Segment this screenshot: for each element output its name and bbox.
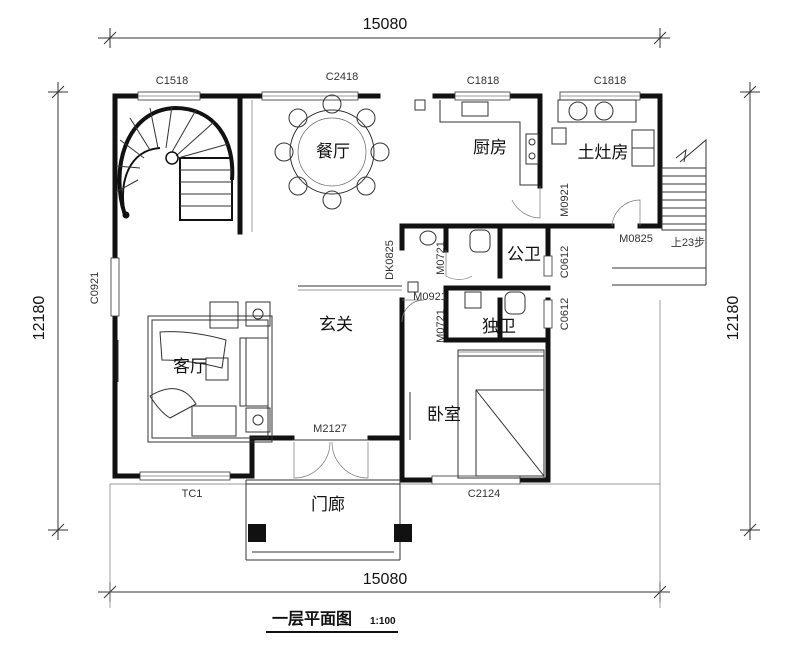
code-m0921-kitchen: M0921	[559, 183, 571, 217]
dimension-right: 12180	[725, 296, 742, 341]
room-label-dining: 餐厅	[316, 142, 350, 162]
code-m0921-mid: M0921	[413, 291, 447, 303]
exterior-stair	[612, 138, 707, 286]
code-m2127: M2127	[313, 423, 347, 435]
code-dk0825: DK0825	[384, 240, 396, 280]
stove-room-door-swing	[611, 199, 641, 227]
bath-fixtures	[407, 229, 526, 315]
room-label-kitchen: 厨房	[473, 138, 507, 158]
code-m0825: M0825	[619, 233, 653, 245]
room-label-foyer: 玄关	[319, 315, 353, 335]
walls	[112, 93, 663, 483]
room-label-public-bath: 公卫	[507, 245, 541, 265]
code-tc1: TC1	[182, 488, 203, 500]
code-m0721-bottom: M0721	[435, 309, 447, 343]
code-c1818-kitchen: C1818	[467, 75, 499, 87]
code-m0721-top: M0721	[435, 241, 447, 275]
bedroom-bed	[409, 349, 545, 479]
code-c2418: C2418	[326, 71, 358, 83]
code-c0612-top: C0612	[559, 246, 571, 278]
dimension-top: 15080	[363, 16, 408, 33]
stair-step-label: 上23步	[671, 236, 705, 249]
living-room-sofa-set	[147, 301, 273, 443]
spiral-staircase	[115, 105, 235, 221]
code-c2124: C2124	[468, 488, 500, 500]
code-c1518: C1518	[156, 75, 188, 87]
front-door	[292, 439, 370, 479]
room-label-porch: 门廊	[311, 495, 345, 515]
kitchen-counter	[414, 99, 539, 186]
room-label-living: 客厅	[173, 357, 207, 377]
code-c0921-left: C0921	[89, 272, 101, 304]
plan-scale: 1:100	[370, 616, 396, 627]
porch	[245, 479, 412, 561]
code-c1818-stove: C1818	[594, 75, 626, 87]
room-label-stove-room: 土灶房	[578, 143, 629, 163]
kitchen-door-swing	[511, 186, 541, 219]
plan-title: 一层平面图	[272, 609, 352, 628]
bedroom-door-swing	[401, 299, 425, 323]
dining-table	[274, 94, 390, 210]
stove-room-fixtures	[551, 99, 655, 167]
room-label-bedroom: 卧室	[427, 405, 461, 425]
public-bath-door-swing	[445, 250, 473, 280]
dimension-bottom: 15080	[363, 571, 408, 588]
code-c0612-bottom: C0612	[559, 298, 571, 330]
windows	[110, 91, 641, 485]
dimension-lines	[48, 28, 760, 602]
room-label-ensuite: 独卫	[482, 317, 516, 337]
dimension-left: 12180	[31, 296, 48, 341]
